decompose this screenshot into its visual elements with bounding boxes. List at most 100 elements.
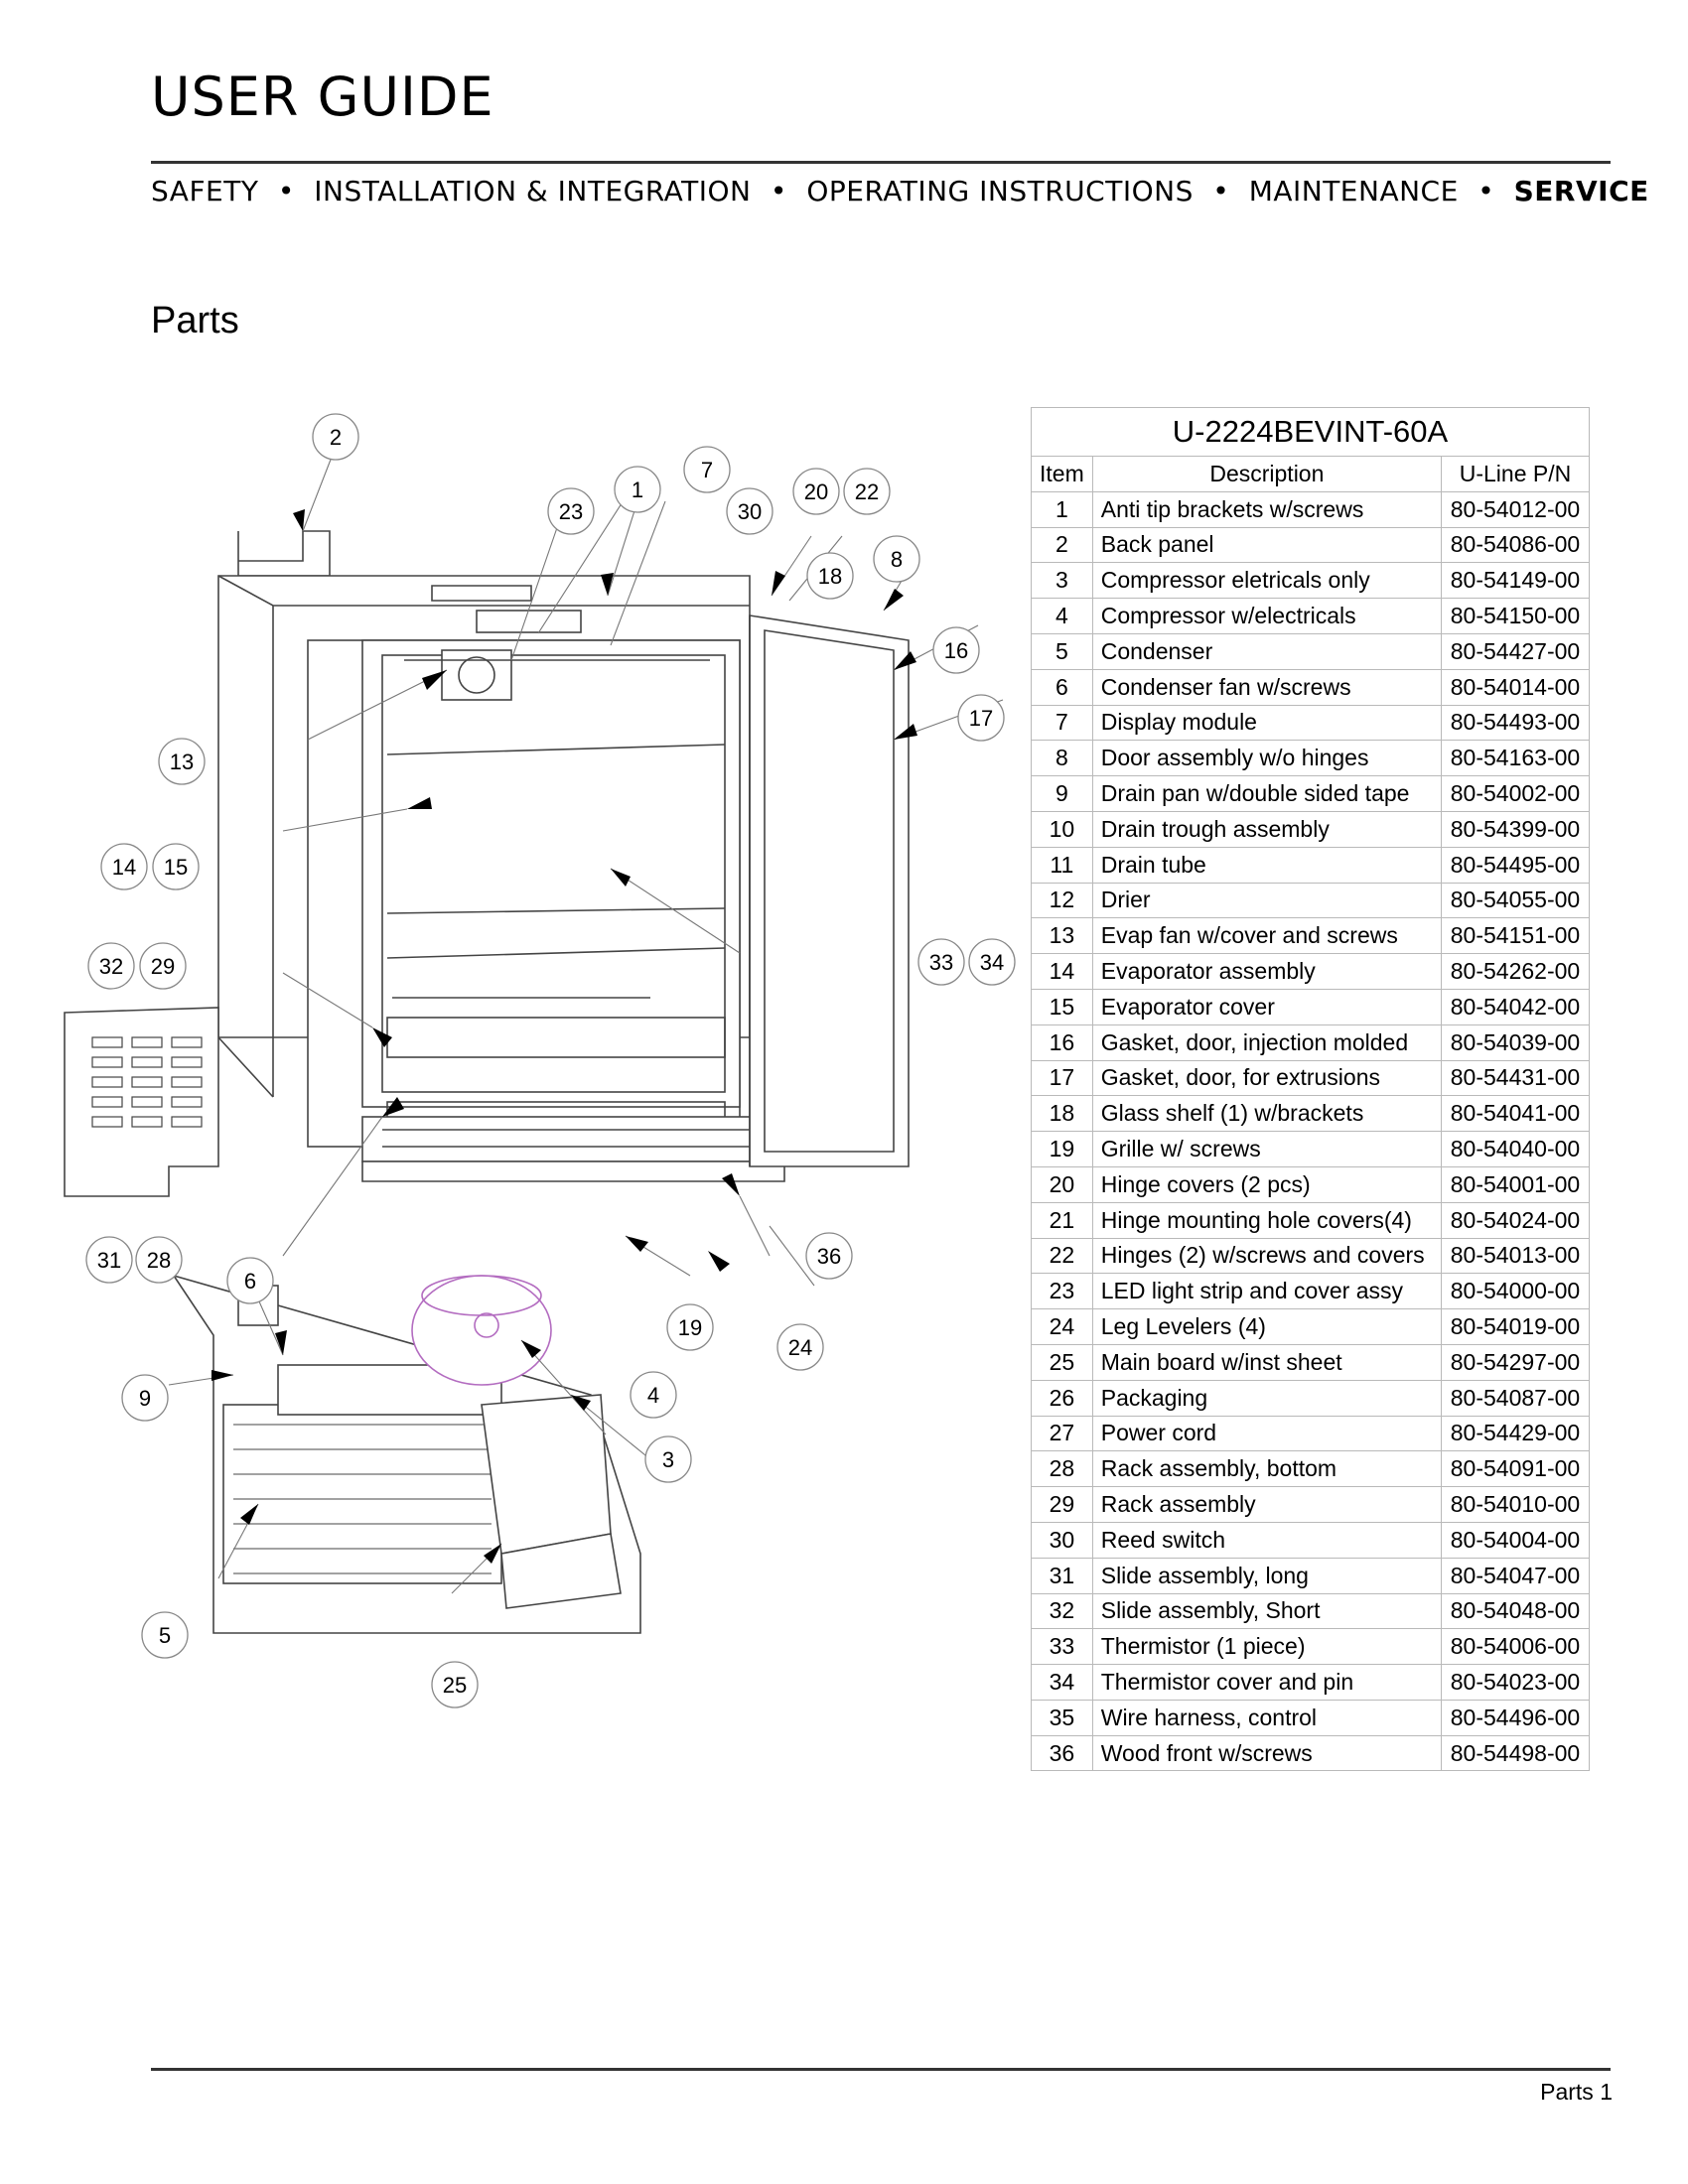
item-number: 10 (1031, 810, 1093, 848)
callout-label: 15 (164, 855, 188, 880)
part-description: Anti tip brackets w/screws (1091, 490, 1443, 528)
part-number: 80-54012-00 (1441, 490, 1590, 528)
nav-separator: • (770, 175, 787, 207)
item-number: 14 (1031, 953, 1093, 990)
item-number: 11 (1031, 846, 1093, 884)
model-number: U-2224BEVINT-60A (1031, 407, 1590, 457)
callout-label: 36 (817, 1244, 841, 1269)
part-number: 80-54495-00 (1441, 846, 1590, 884)
callout-label: 22 (855, 479, 879, 504)
part-description: Reed switch (1091, 1521, 1443, 1559)
callout-label: 20 (804, 479, 828, 504)
part-description: Power cord (1091, 1415, 1443, 1452)
callout-label: 9 (139, 1386, 151, 1411)
part-number: 80-54496-00 (1441, 1699, 1590, 1736)
part-description: Gasket, door, for extrusions (1091, 1059, 1443, 1097)
item-number: 2 (1031, 526, 1093, 564)
item-number: 18 (1031, 1095, 1093, 1133)
part-number: 80-54013-00 (1441, 1237, 1590, 1275)
part-description: Drier (1091, 882, 1443, 919)
part-description: Thermistor (1 piece) (1091, 1628, 1443, 1666)
item-number: 35 (1031, 1699, 1093, 1736)
part-number: 80-54019-00 (1441, 1308, 1590, 1345)
part-number: 80-54429-00 (1441, 1415, 1590, 1452)
callout-label: 32 (99, 954, 123, 979)
item-number: 16 (1031, 1024, 1093, 1061)
column-header-part-number: U-Line P/N (1441, 456, 1590, 492)
part-description: Hinges (2) w/screws and covers (1091, 1237, 1443, 1275)
item-number: 15 (1031, 988, 1093, 1025)
item-number: 6 (1031, 668, 1093, 706)
item-number: 20 (1031, 1165, 1093, 1203)
part-number: 80-54023-00 (1441, 1664, 1590, 1701)
part-description: Wood front w/screws (1091, 1734, 1443, 1772)
part-description: Compressor w/electricals (1091, 598, 1443, 634)
callout-label: 8 (891, 547, 903, 572)
parts-table: U-2224BEVINT-60A Item Description U-Line… (1031, 407, 1590, 1772)
part-description: Back panel (1091, 526, 1443, 564)
item-number: 3 (1031, 562, 1093, 600)
nav-item-safety: SAFETY (151, 175, 259, 207)
section-title: Parts (151, 300, 239, 341)
callout-label: 19 (678, 1315, 702, 1340)
nav-item-service: SERVICE (1513, 175, 1649, 207)
callout-label: 3 (662, 1447, 674, 1472)
callout-label: 4 (647, 1383, 659, 1408)
item-number: 17 (1031, 1059, 1093, 1097)
item-number: 9 (1031, 775, 1093, 812)
part-number: 80-54091-00 (1441, 1450, 1590, 1488)
part-number: 80-54040-00 (1441, 1131, 1590, 1167)
item-number: 19 (1031, 1131, 1093, 1167)
item-number: 13 (1031, 917, 1093, 955)
part-description: Grille w/ screws (1091, 1131, 1443, 1167)
callout-label: 17 (969, 706, 993, 731)
part-description: Hinge mounting hole covers(4) (1091, 1201, 1443, 1239)
item-number: 32 (1031, 1592, 1093, 1630)
part-description: Wire harness, control (1091, 1699, 1443, 1736)
item-number: 27 (1031, 1415, 1093, 1452)
part-number: 80-54150-00 (1441, 598, 1590, 634)
part-description: Hinge covers (2 pcs) (1091, 1165, 1443, 1203)
part-description: Rack assembly (1091, 1486, 1443, 1523)
item-number: 8 (1031, 740, 1093, 777)
item-number: 26 (1031, 1379, 1093, 1417)
part-description: Evap fan w/cover and screws (1091, 917, 1443, 955)
item-number: 25 (1031, 1343, 1093, 1381)
parts-diagram: 2 1 7 23 30 20 22 18 8 16 17 13 14 15 32… (64, 413, 1016, 1708)
callout-label: 13 (170, 750, 194, 774)
section-nav: SAFETY • INSTALLATION & INTEGRATION • OP… (151, 175, 1649, 207)
column-header-item: Item (1031, 456, 1093, 492)
part-description: Evaporator cover (1091, 988, 1443, 1025)
part-number: 80-54006-00 (1441, 1628, 1590, 1666)
callout-label: 6 (244, 1269, 256, 1294)
part-description: Display module (1091, 704, 1443, 742)
item-number: 5 (1031, 632, 1093, 670)
part-number: 80-54297-00 (1441, 1343, 1590, 1381)
callout-label: 34 (980, 950, 1004, 975)
callout-label: 30 (738, 499, 762, 524)
part-number: 80-54262-00 (1441, 953, 1590, 990)
page-number: Parts 1 (1540, 2079, 1613, 2105)
part-number: 80-54004-00 (1441, 1521, 1590, 1559)
callout-label: 14 (112, 855, 136, 880)
part-description: Condenser fan w/screws (1091, 668, 1443, 706)
part-number: 80-54163-00 (1441, 740, 1590, 777)
part-number: 80-54001-00 (1441, 1165, 1590, 1203)
item-number: 34 (1031, 1664, 1093, 1701)
nav-item-maintenance: MAINTENANCE (1248, 175, 1459, 207)
